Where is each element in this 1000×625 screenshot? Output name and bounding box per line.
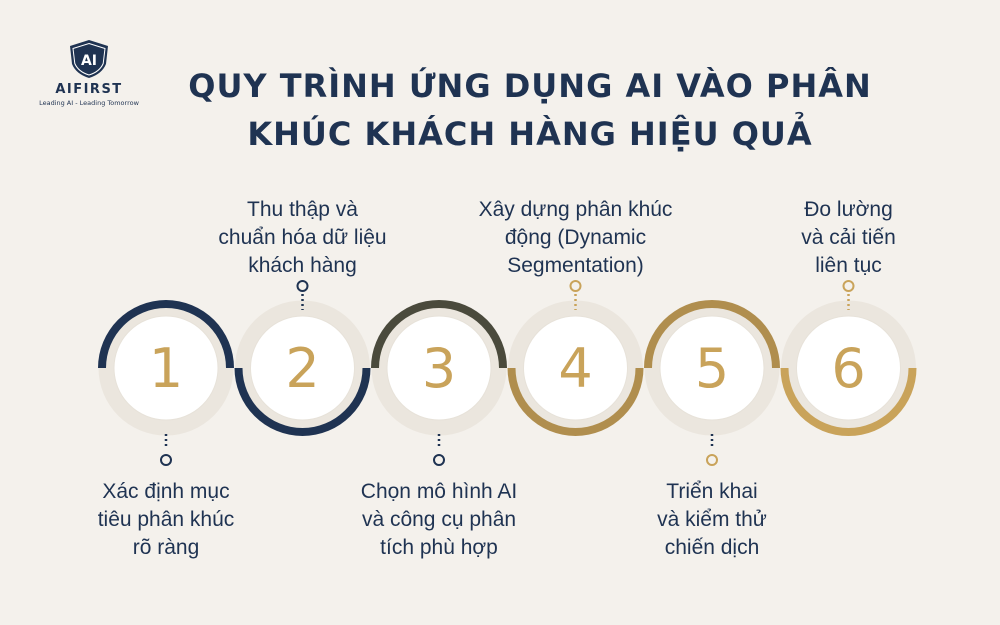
step-6-label-line: liên tục	[815, 254, 882, 277]
page-title: QUY TRÌNH ỨNG DỤNG AI VÀO PHÂN KHÚC KHÁC…	[150, 62, 910, 158]
step-3: 3	[371, 300, 507, 466]
step-4-label-line: Segmentation)	[507, 254, 644, 277]
step-2-label: Thu thập và chuẩn hóa dữ liệu khách hàng	[178, 196, 428, 280]
step-2-ring	[234, 368, 371, 436]
step-5-label: Triển khai và kiểm thử chiến dịch	[587, 478, 837, 562]
svg-text:AI: AI	[81, 53, 97, 69]
step-1-ring	[98, 300, 234, 368]
step-6-base	[781, 300, 916, 436]
step-3-label: Chọn mô hình AI và công cụ phân tích phù h…	[314, 478, 564, 562]
step-3-base	[371, 300, 507, 436]
brand-name: AIFIRST	[55, 82, 123, 97]
step-6-disk	[796, 315, 901, 421]
step-4-base	[508, 300, 643, 436]
step-5-ring	[644, 300, 780, 368]
step-4: 4	[507, 280, 644, 436]
title-line-1: QUY TRÌNH ỨNG DỤNG AI VÀO PHÂN	[188, 67, 872, 105]
step-1-number: 1	[149, 337, 183, 400]
step-4-label-line: động (Dynamic	[504, 226, 647, 249]
step-1-connector-dot	[160, 454, 172, 466]
step-2-number: 2	[285, 337, 319, 400]
step-2-label-line: khách hàng	[248, 254, 357, 277]
step-3-label-line: Chọn mô hình AI	[360, 480, 518, 503]
step-3-disk	[386, 315, 492, 421]
step-3-number: 3	[422, 337, 456, 400]
step-1-disk	[113, 315, 219, 421]
step-5: 5	[644, 300, 780, 466]
step-4-connector-dot	[569, 280, 582, 292]
step-6-label: Đo lường và cải tiến liên tục	[724, 196, 974, 280]
logo: AI AIFIRST Leading AI - Leading Tomorrow	[30, 38, 148, 107]
step-6-label-line: và cải tiến	[801, 226, 896, 249]
step-2-disk	[250, 315, 355, 421]
brand-tagline: Leading AI - Leading Tomorrow	[39, 99, 139, 107]
step-4-ring	[507, 368, 644, 436]
step-2-connector-dot	[296, 280, 309, 292]
step-5-base	[644, 300, 780, 436]
step-2: 2	[234, 280, 371, 436]
step-1-label: Xác định mục tiêu phân khúc rõ ràng	[41, 478, 291, 562]
step-4-disk	[523, 315, 628, 421]
title-line-2: KHÚC KHÁCH HÀNG HIỆU QUẢ	[247, 115, 813, 153]
step-2-label-line: Thu thập và	[247, 198, 358, 221]
step-5-connector-dot	[706, 454, 718, 466]
step-6-ring	[780, 368, 917, 436]
step-1-label-line: rõ ràng	[132, 536, 200, 559]
step-5-label-line: và kiểm thử	[657, 508, 767, 531]
step-3-connector-dot	[433, 454, 445, 466]
step-6-number: 6	[831, 337, 865, 400]
step-5-label-line: Triển khai	[666, 480, 758, 503]
step-1-base	[98, 300, 234, 436]
step-4-label-line: Xây dựng phân khúc	[478, 198, 673, 221]
step-1-label-line: Xác định mục	[102, 480, 230, 503]
step-2-base	[235, 300, 370, 436]
step-6: 6	[780, 280, 917, 436]
step-1-label-line: tiêu phân khúc	[97, 508, 235, 531]
step-3-label-line: tích phù hợp	[380, 536, 498, 559]
step-1: 1	[98, 300, 234, 466]
step-5-number: 5	[695, 337, 729, 400]
shield-logo-icon: AI	[70, 40, 108, 78]
step-6-connector-dot	[842, 280, 855, 292]
step-3-label-line: và công cụ phân	[361, 508, 517, 531]
step-5-label-line: chiến dịch	[664, 536, 760, 559]
step-4-number: 4	[558, 337, 592, 400]
step-2-label-line: chuẩn hóa dữ liệu	[218, 226, 387, 249]
step-6-label-line: Đo lường	[804, 198, 893, 221]
step-3-ring	[371, 300, 507, 368]
step-5-disk	[659, 315, 765, 421]
